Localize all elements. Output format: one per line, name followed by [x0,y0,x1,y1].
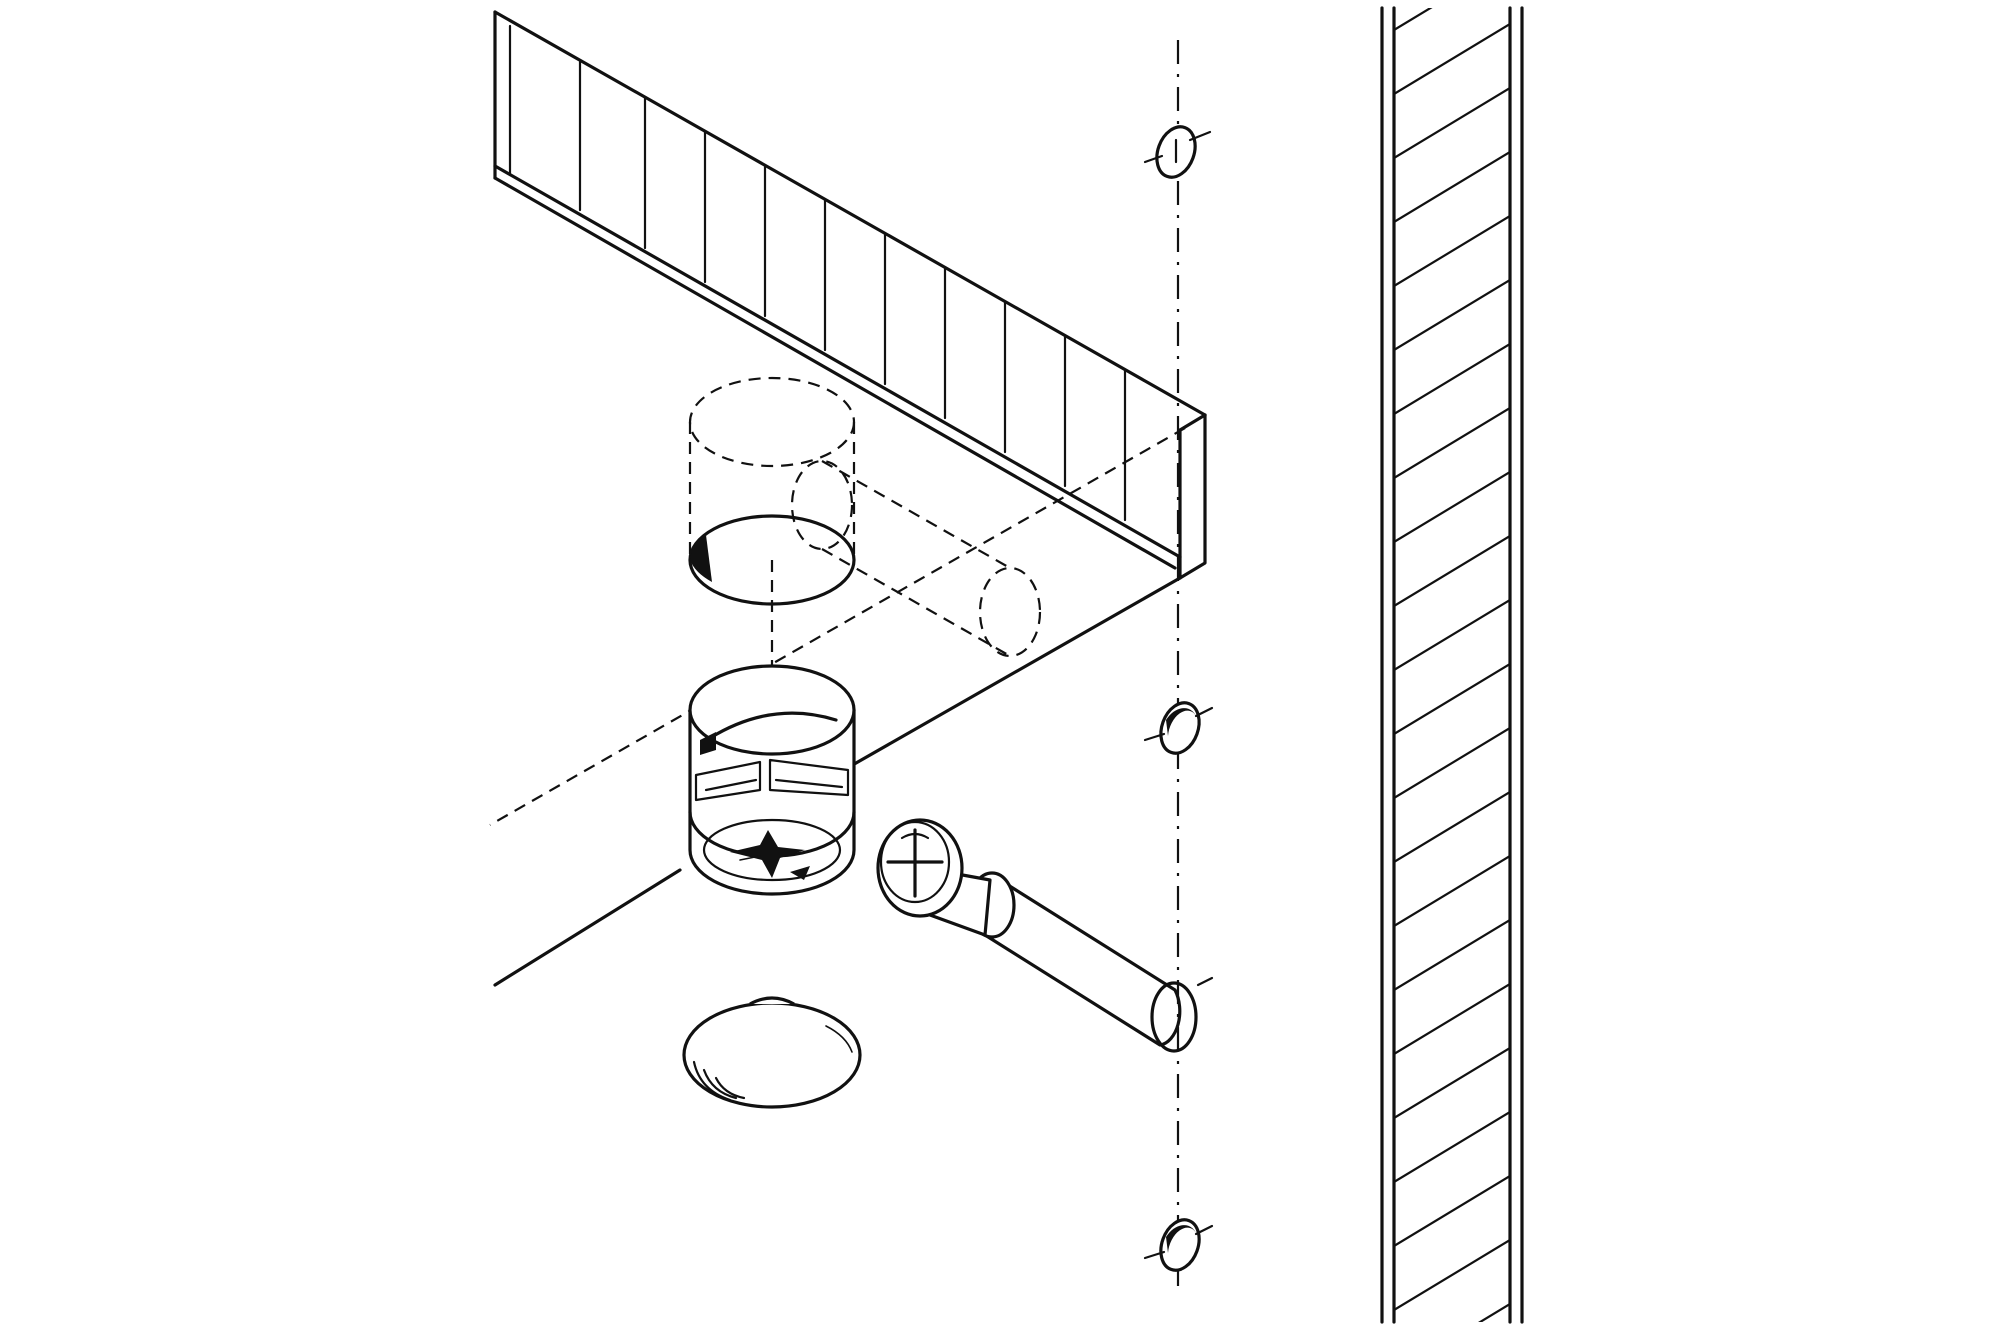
hatch-line [1394,22,1510,96]
hatch-line [1394,214,1510,288]
hatch-line [1394,1110,1510,1184]
hatch-line [1394,8,1433,32]
hatch-line [1394,406,1510,480]
hatch-line [1394,470,1510,544]
connector-bolt [876,818,1198,1053]
hatch-line [1394,342,1510,416]
cover-cap [682,996,862,1109]
hatch-line [1394,1174,1510,1248]
side-panel-holes [1143,40,1214,1290]
drill-hole [688,376,1042,690]
hatch-line [1394,150,1510,224]
hatch-line [1394,854,1510,928]
hatch-line [1394,1046,1510,1120]
side-panel-hatching [1394,8,1510,1322]
hatch-line [1394,278,1510,352]
panel-edge-lines [508,24,1127,522]
hatch-line [1394,534,1510,608]
hatch-line [1394,1238,1510,1312]
cam-housing [688,664,856,896]
hatch-line [1394,86,1510,160]
hatch-line [1394,982,1510,1056]
hatch-line [1394,598,1510,672]
hatch-line [1394,662,1510,736]
hatch-line [1478,1302,1510,1322]
hatch-line [1394,918,1510,992]
side-panel [1380,6,1524,1324]
shelf-panel [489,10,1207,987]
hatch-line [1394,790,1510,864]
hatch-line [1394,726,1510,800]
